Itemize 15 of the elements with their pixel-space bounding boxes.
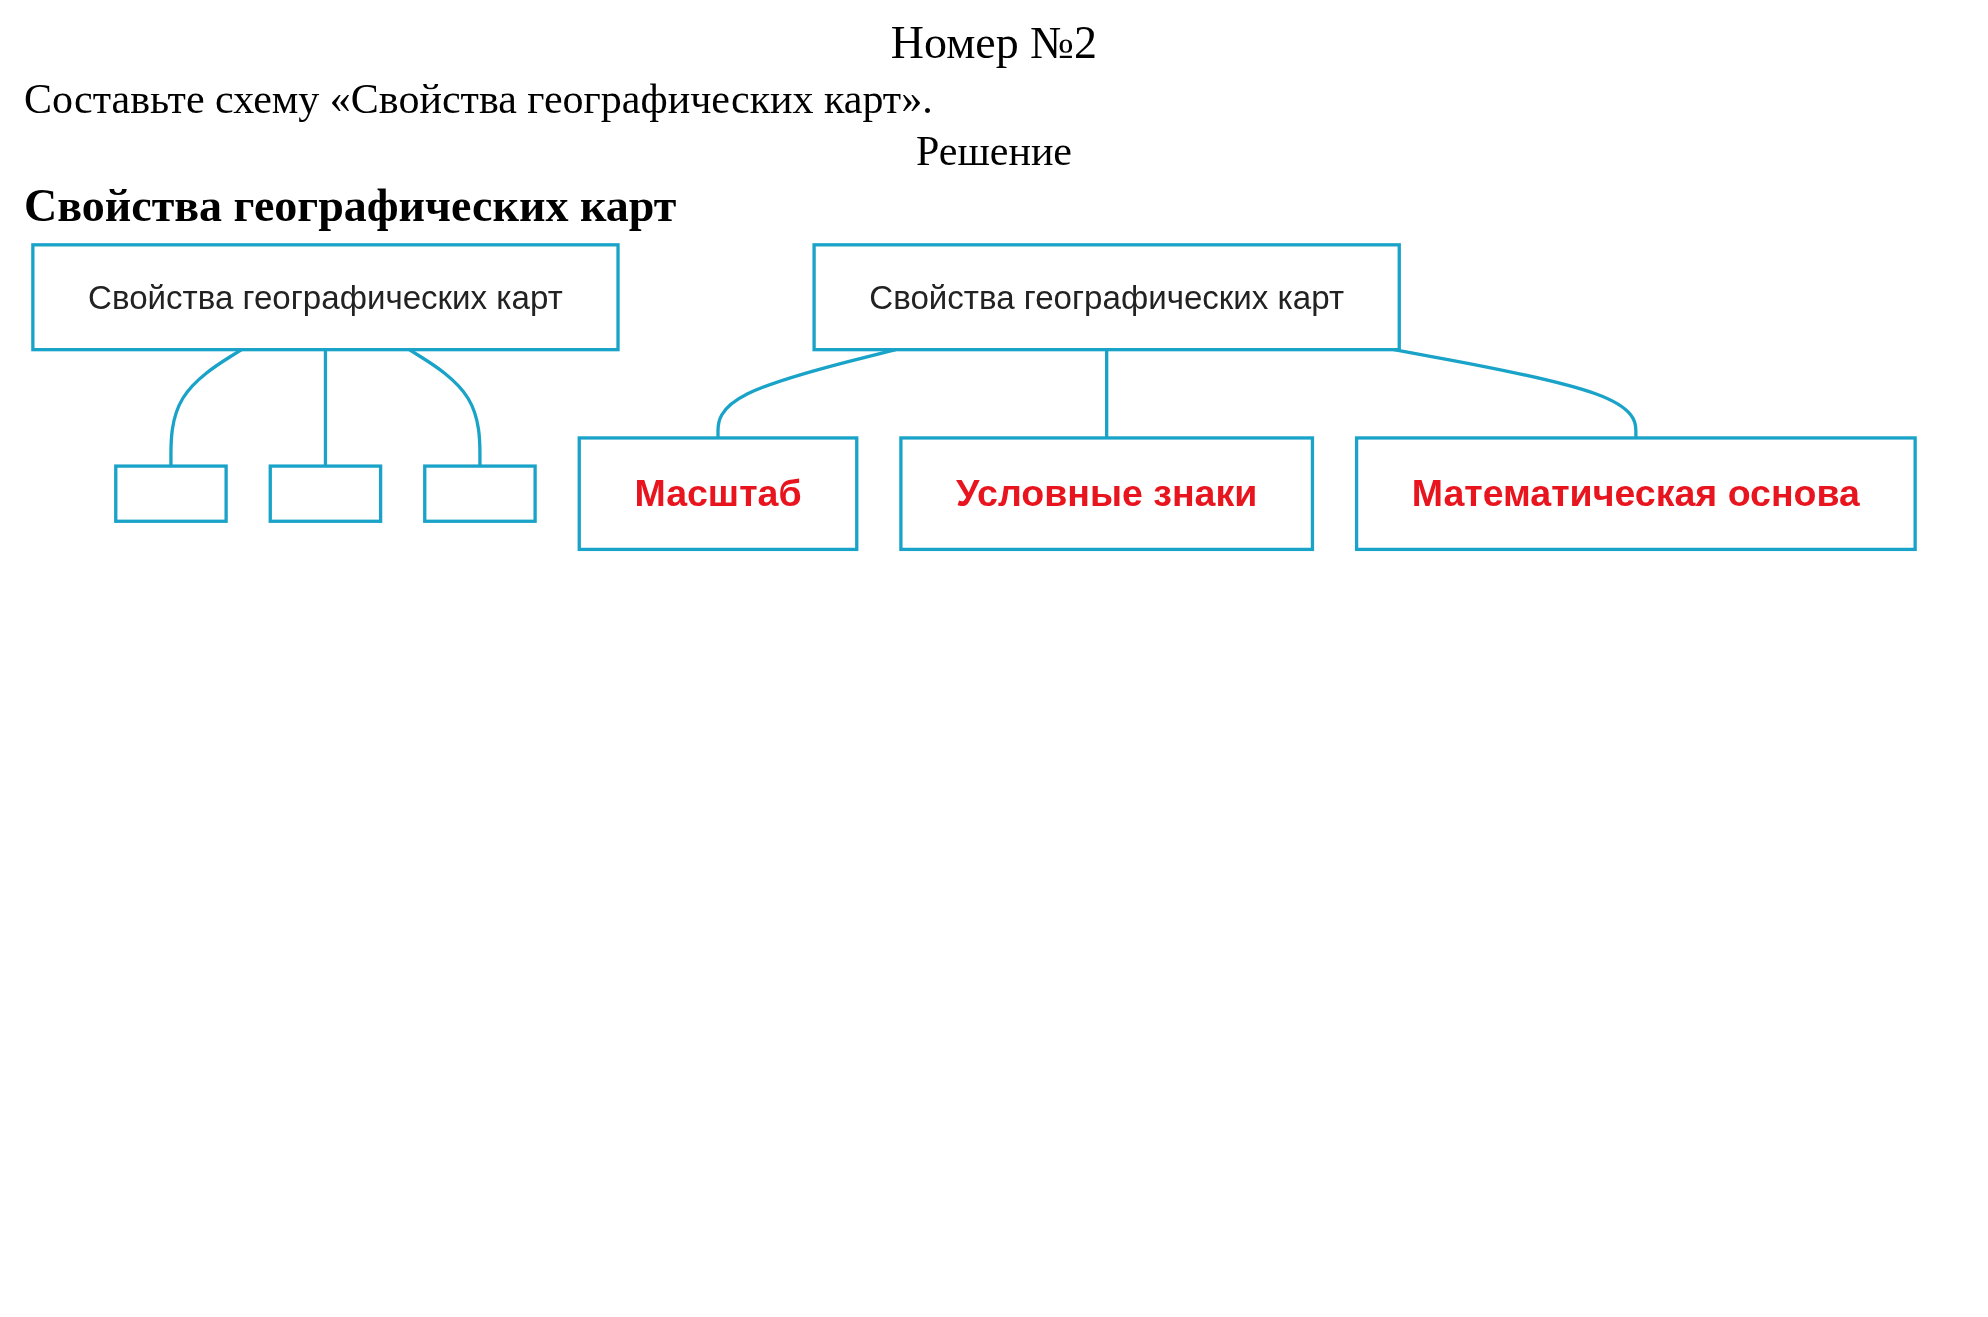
diagram-heading: Свойства географических карт xyxy=(24,179,678,232)
node-box xyxy=(114,464,228,523)
section-heading: Решение xyxy=(915,127,1073,175)
node-box xyxy=(268,464,383,523)
node-box: Свойства географических карт xyxy=(812,243,1401,352)
connector xyxy=(1393,348,1638,438)
node-box: Свойства географических карт xyxy=(31,243,620,352)
connector xyxy=(1105,349,1109,438)
task-text: Составьте схему «Свойства географических карт». xyxy=(24,75,934,123)
node-box: Масштаб xyxy=(577,436,859,552)
node-box: Математическая основа xyxy=(1354,436,1917,552)
node-box: Условные знаки xyxy=(899,436,1315,552)
title: Номер №2 xyxy=(889,16,1099,69)
node-box xyxy=(423,464,537,523)
connector xyxy=(323,349,328,467)
